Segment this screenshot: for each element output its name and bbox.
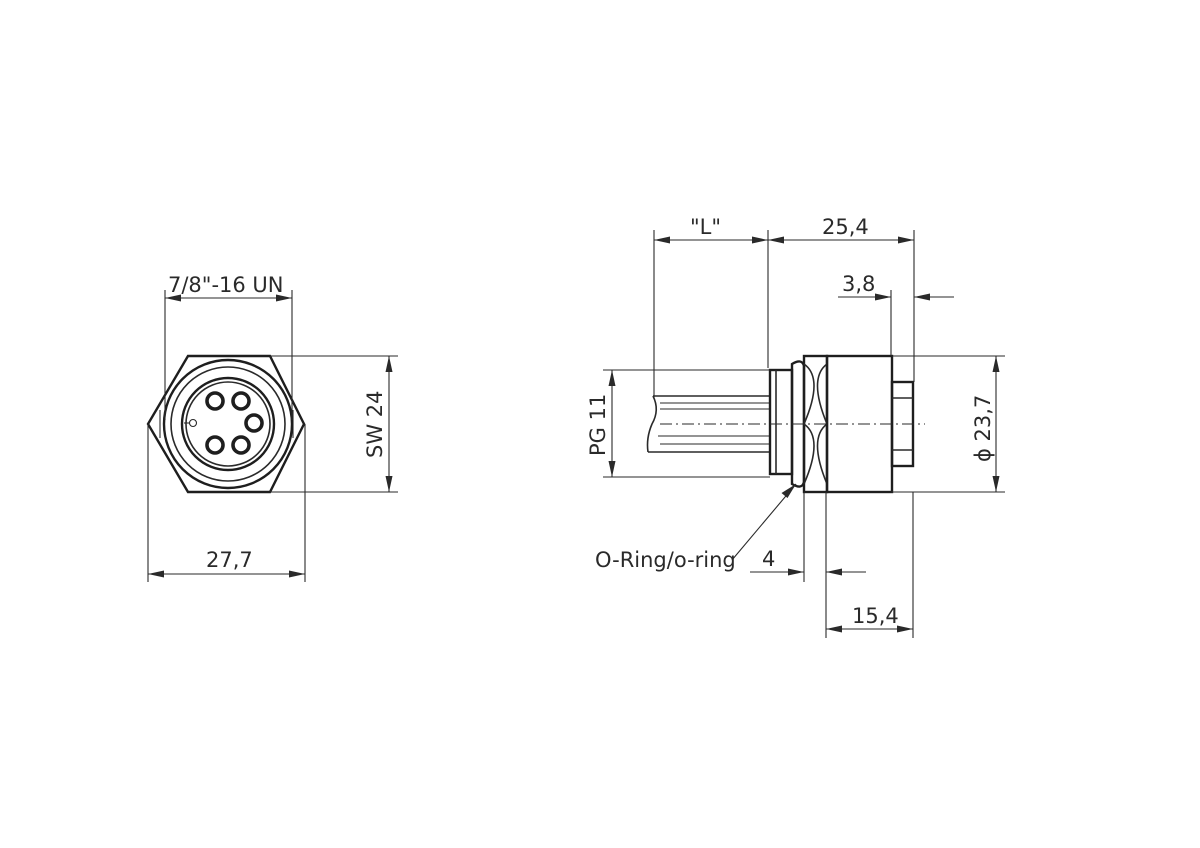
leader-line (731, 483, 797, 561)
cable-break-line (646, 395, 658, 453)
body-length-label: 25,4 (822, 215, 869, 239)
hex-body-facet (803, 423, 828, 485)
arrow-head (992, 356, 1000, 372)
arrow-head (768, 236, 784, 244)
contact-pin (205, 435, 225, 455)
arrow-head (788, 568, 804, 576)
arrow-head (897, 625, 913, 633)
arrow-head (148, 570, 164, 578)
pg-gland (768, 368, 794, 476)
arrow-head (826, 625, 842, 633)
thread-dimension-label: 7/8"-16 UN (168, 273, 284, 297)
arrow-head (385, 356, 393, 372)
contact-pin (244, 413, 264, 433)
thread-inner-circle (170, 366, 286, 482)
front-view: 7/8"-16 UN 27,7 SW 24 (146, 273, 398, 582)
arrow-head (276, 294, 292, 302)
gland-size-label: PG 11 (586, 394, 610, 456)
thread-outer-circle (162, 358, 294, 490)
width-dimension-label: 27,7 (206, 548, 253, 572)
arrow-head (608, 461, 616, 477)
arrow-head (289, 570, 305, 578)
hex-body-facet (803, 363, 828, 425)
arrow-head (914, 293, 930, 301)
arrow-head (752, 236, 768, 244)
arrow-head (992, 476, 1000, 492)
contact-pins (205, 391, 264, 455)
contact-pin (205, 391, 225, 411)
side-view: "L" 25,4 3,8 ϕ 23,7 PG 11 O-Ring/o-ring (586, 215, 1005, 638)
arrow-head (654, 236, 670, 244)
insert-inner-circle (185, 381, 271, 467)
arrow-head (898, 236, 914, 244)
arrow-head (385, 476, 393, 492)
wrench-size-label: SW 24 (363, 391, 387, 459)
cable (646, 395, 770, 453)
contact-pin (231, 435, 251, 455)
contact-pin (231, 391, 251, 411)
arrow-head (875, 293, 891, 301)
arrow-head (781, 484, 796, 498)
nut-length-label: 15,4 (852, 604, 899, 628)
coding-key (188, 418, 198, 428)
tip-length-label: 3,8 (842, 272, 875, 296)
cable-length-label: "L" (690, 215, 721, 239)
arrow-head (826, 568, 842, 576)
diameter-label: ϕ 23,7 (971, 395, 995, 462)
o-ring-label: O-Ring/o-ring (595, 548, 736, 572)
flange-thickness-label: 4 (762, 547, 775, 571)
arrow-head (165, 294, 181, 302)
insert-outer-circle (180, 376, 276, 472)
arrow-head (608, 370, 616, 386)
